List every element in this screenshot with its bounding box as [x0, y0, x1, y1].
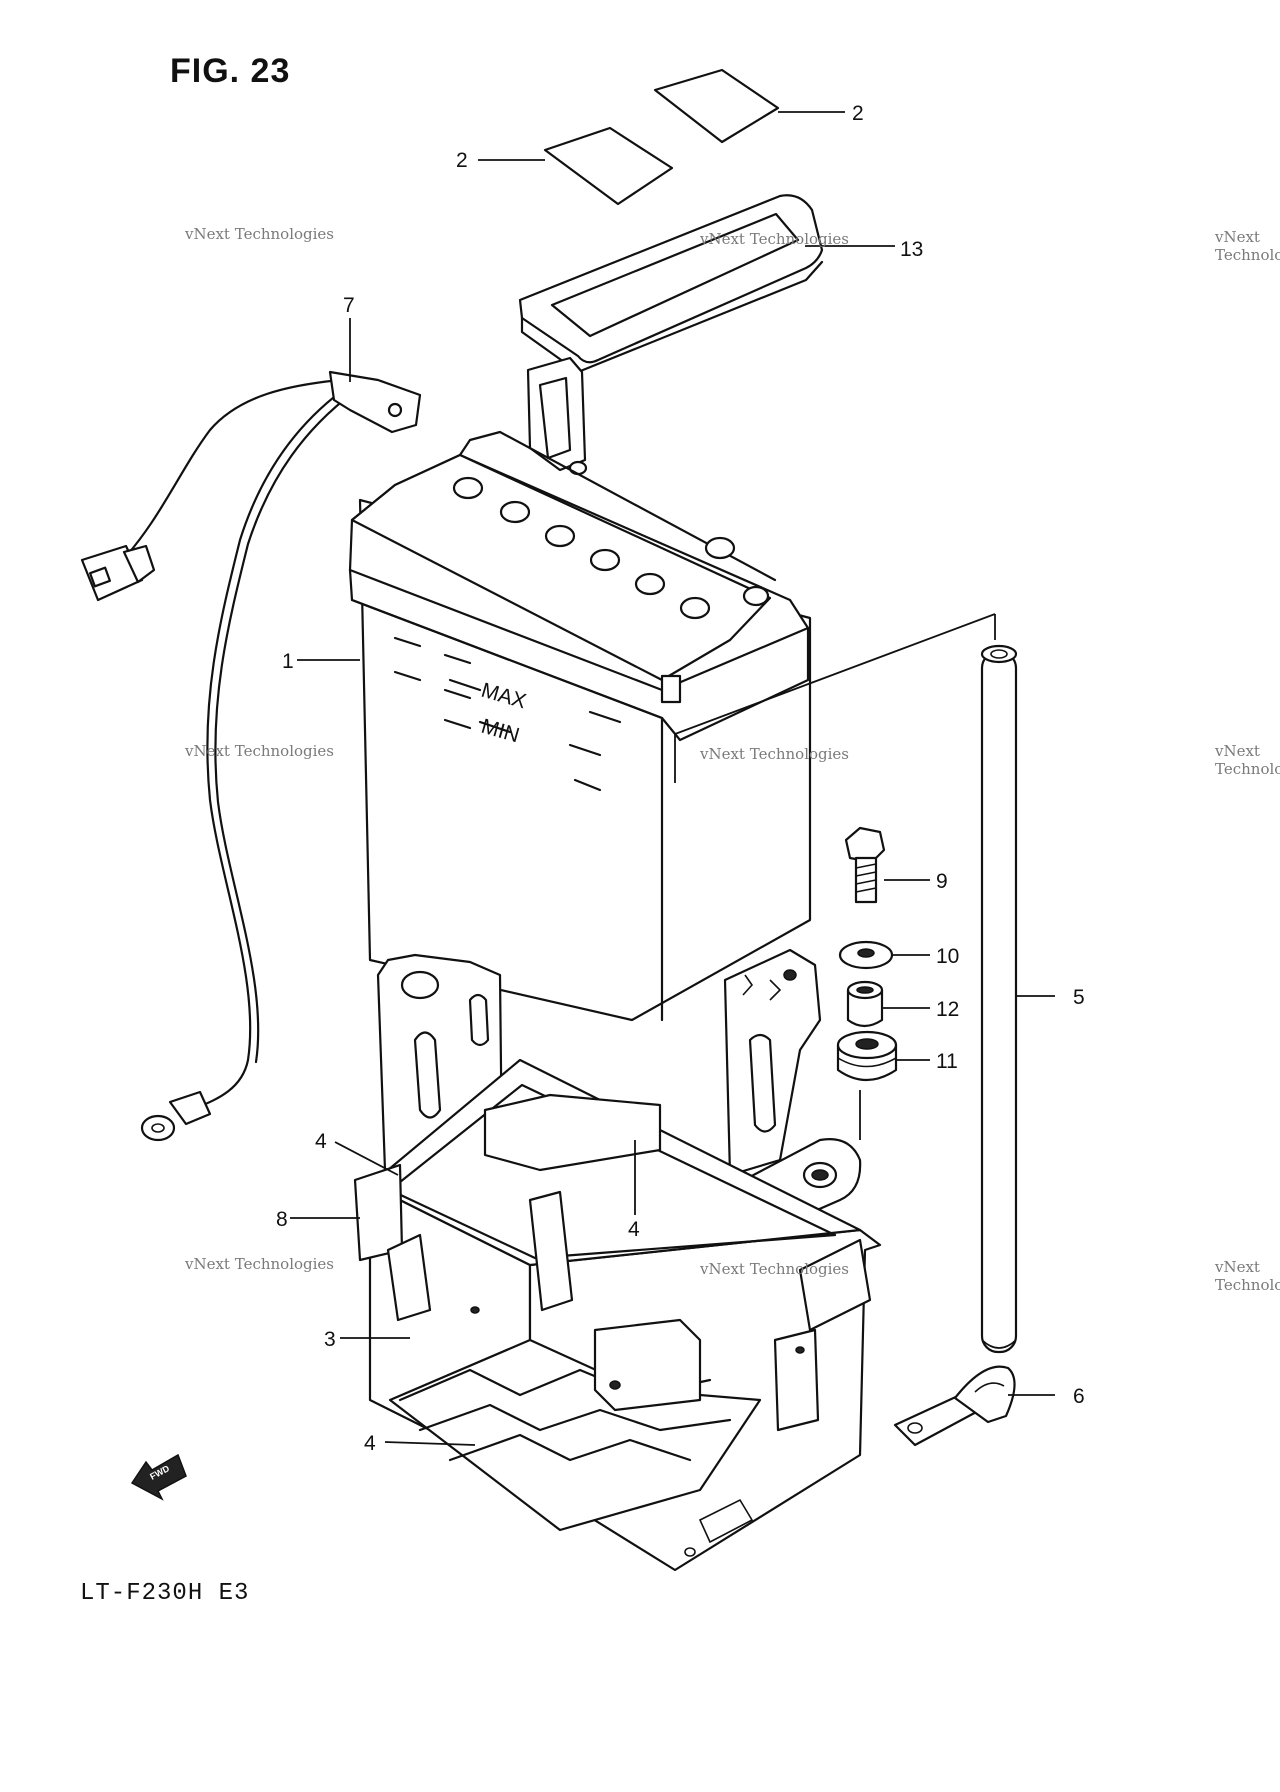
callout-3: 3 [324, 1328, 336, 1351]
callout-1: 1 [282, 650, 294, 673]
leader-lines [290, 111, 1055, 1446]
callout-labels: 2 2 13 7 1 9 10 12 11 5 4 4 8 3 4 6 [276, 102, 1085, 1455]
callout-2-upper: 2 [852, 102, 864, 125]
callout-9: 9 [936, 870, 948, 893]
callout-4-lower: 4 [364, 1432, 376, 1455]
figure-title: FIG. 23 [170, 52, 291, 90]
breather-tube-part-5[interactable] [980, 644, 1018, 1354]
pad-part-2-upper[interactable] [653, 68, 780, 144]
pad-part-2-left[interactable] [543, 126, 674, 206]
callout-4-center: 4 [628, 1218, 640, 1241]
callout-8: 8 [276, 1208, 288, 1231]
cable-part-7[interactable] [80, 370, 422, 1142]
collar-part-12[interactable] [846, 980, 884, 1028]
callout-2-left: 2 [456, 149, 468, 172]
battery-cell-caps [452, 476, 736, 620]
callout-7: 7 [343, 294, 355, 317]
fwd-arrow-icon: FWD [130, 1453, 187, 1501]
bolt-part-9[interactable] [844, 826, 886, 904]
callout-10: 10 [936, 945, 959, 968]
grommet-part-11[interactable] [836, 1030, 898, 1081]
tube-clamp-part-6[interactable] [893, 1365, 1016, 1447]
battery-case-part-3[interactable] [353, 948, 882, 1572]
battery-holder-part-13[interactable] [518, 194, 824, 476]
callout-5: 5 [1073, 986, 1085, 1009]
battery-level-marks [393, 636, 622, 792]
callout-13: 13 [900, 238, 923, 261]
callout-11: 11 [936, 1050, 958, 1073]
callout-6: 6 [1073, 1385, 1085, 1408]
model-code: LT-F230H E3 [80, 1580, 250, 1607]
callout-4-upper: 4 [315, 1130, 327, 1153]
battery-part-1[interactable]: MAX MIN [348, 430, 812, 1022]
callout-12: 12 [936, 998, 959, 1021]
washer-part-10[interactable] [838, 940, 894, 970]
